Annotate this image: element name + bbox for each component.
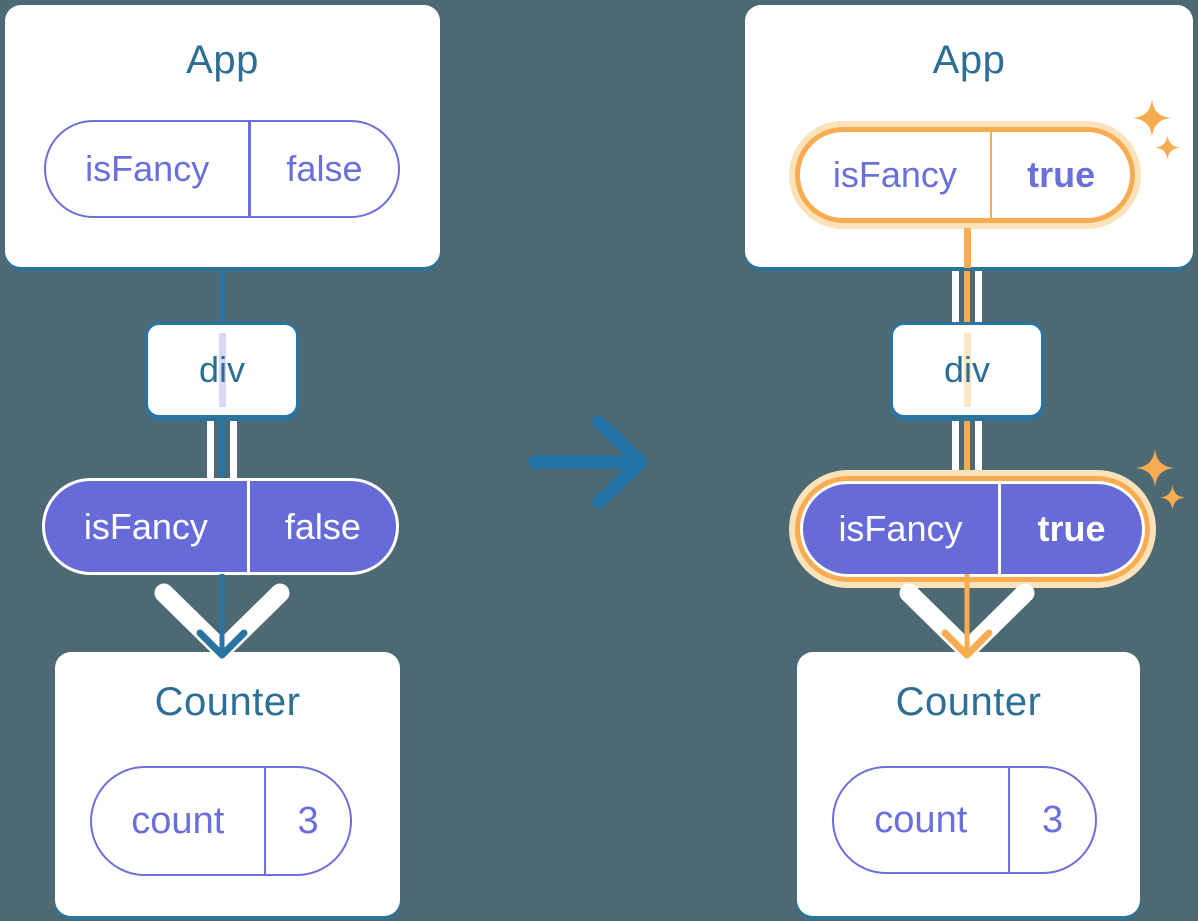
prop-channel-div-counter — [207, 417, 237, 479]
pill-divider — [248, 122, 251, 216]
state-pill-app-highlighted: isFancy true — [795, 127, 1135, 223]
pill-divider — [263, 768, 267, 874]
prop-value: false — [284, 505, 361, 547]
arrow-down-icon — [899, 574, 1035, 660]
component-title-counter: Counter — [154, 680, 301, 724]
state-value: 3 — [1041, 798, 1064, 841]
component-box-div: div — [890, 322, 1044, 418]
pill-divider — [997, 484, 1001, 574]
state-key: count — [874, 798, 968, 841]
prop-trace-line — [219, 333, 226, 407]
prop-channel-app-div — [952, 266, 982, 323]
state-pill-app: isFancy false — [44, 120, 400, 218]
component-box-counter: Counter count 3 — [55, 652, 400, 916]
prop-key: isFancy — [838, 508, 963, 549]
component-title-div: div — [198, 349, 246, 390]
tree-edge-app-div — [220, 266, 225, 324]
prop-pill-highlighted: isFancy true — [800, 481, 1145, 577]
state-value: true — [1027, 154, 1096, 195]
state-value: 3 — [297, 799, 319, 842]
component-title-app: App — [932, 38, 1006, 82]
pill-divider — [1007, 768, 1011, 872]
prop-value: true — [1037, 508, 1106, 549]
arrow-down-icon — [154, 574, 290, 660]
component-box-counter: Counter count 3 — [797, 652, 1140, 916]
prop-channel-div-counter — [952, 417, 982, 485]
state-value: false — [286, 148, 363, 189]
component-title-counter: Counter — [895, 680, 1042, 724]
pill-divider — [989, 132, 993, 218]
component-title-div: div — [943, 349, 991, 390]
state-key: isFancy — [85, 148, 210, 189]
state-pill-counter: count 3 — [90, 766, 352, 876]
pill-divider — [246, 481, 250, 572]
sparkle-icon — [1155, 135, 1180, 160]
arrow-right-icon — [528, 415, 648, 509]
prop-key: isFancy — [83, 505, 208, 547]
state-key: count — [131, 799, 225, 842]
sparkle-icon — [1160, 485, 1185, 510]
prop-stem-line — [964, 228, 971, 268]
component-box-app: App isFancy false — [5, 5, 440, 267]
prop-pill: isFancy false — [42, 478, 399, 575]
prop-trace-line — [964, 333, 971, 407]
sparkle-icon — [1133, 99, 1171, 137]
component-box-div: div — [145, 322, 299, 418]
state-key: isFancy — [832, 154, 957, 195]
sparkle-icon — [1136, 449, 1174, 487]
component-box-app: App isFancy true — [745, 5, 1193, 267]
component-title-app: App — [186, 38, 259, 82]
state-pill-counter: count 3 — [832, 766, 1097, 874]
